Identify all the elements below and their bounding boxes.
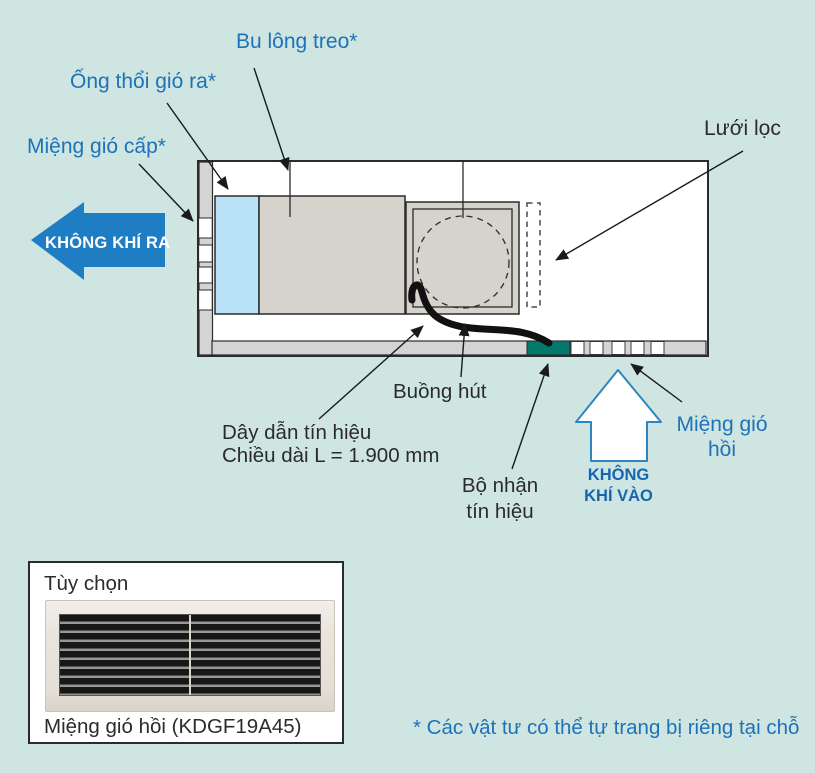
label-hanging-bolt: Bu lông treo* bbox=[236, 30, 358, 53]
label-air-in-line2: KHÍ VÀO bbox=[584, 487, 653, 505]
return-grille-slot bbox=[650, 341, 665, 355]
label-supply-grille: Miệng gió cấp* bbox=[27, 135, 166, 158]
return-grille-photo bbox=[45, 600, 335, 712]
label-receiver-line2: tín hiệu bbox=[466, 500, 534, 523]
unit-body bbox=[258, 195, 406, 315]
signal-wire bbox=[408, 281, 553, 347]
label-outlet-duct: Ống thổi gió ra* bbox=[70, 70, 216, 93]
supply-grille-slot bbox=[198, 289, 213, 311]
label-receiver: Bộ nhận tín hiệu bbox=[458, 473, 542, 525]
label-air-in: KHÔNG KHÍ VÀO bbox=[571, 465, 666, 507]
option-box-caption: Miệng gió hồi (KDGF19A45) bbox=[44, 715, 302, 738]
label-return-grille-line1: Miệng gió bbox=[676, 413, 768, 436]
label-filter: Lưới lọc bbox=[704, 117, 781, 140]
return-grille-slot bbox=[630, 341, 645, 355]
pointer-filter bbox=[555, 150, 744, 261]
pointer-receiver bbox=[511, 363, 550, 470]
pointer-outlet-duct bbox=[166, 102, 229, 190]
pointer-hanging-bolt bbox=[253, 67, 290, 171]
supply-grille-slot bbox=[198, 266, 213, 284]
footnote: * Các vật tư có thể tự trang bị riêng tạ… bbox=[413, 716, 800, 739]
label-air-out: KHÔNG KHÍ RA bbox=[45, 234, 171, 252]
supply-grille-slot bbox=[198, 217, 213, 239]
return-grille-slot bbox=[611, 341, 626, 355]
pointer-return-grille bbox=[630, 363, 683, 403]
grille-center-divider bbox=[189, 615, 191, 695]
label-return-grille-line2: hồi bbox=[707, 438, 737, 461]
pointer-signal-wire bbox=[318, 325, 424, 420]
grille-slats bbox=[59, 614, 321, 696]
return-grille-slots bbox=[570, 341, 665, 355]
pointer-lines bbox=[138, 67, 744, 470]
return-grille-slot bbox=[570, 341, 585, 355]
supply-grille-slots bbox=[198, 217, 213, 311]
label-signal-wire-line2: Chiều dài L = 1.900 mm bbox=[222, 444, 440, 467]
option-box-title: Tùy chọn bbox=[44, 572, 129, 595]
return-grille-slot bbox=[589, 341, 604, 355]
label-signal-wire: Dây dẫn tín hiệu Chiều dài L = 1.900 mm bbox=[222, 421, 439, 467]
filter-dashed-rect bbox=[526, 202, 541, 308]
pointer-supply-grille bbox=[138, 163, 194, 222]
label-signal-wire-line1: Dây dẫn tín hiệu bbox=[222, 421, 372, 444]
pointer-suction-chamber bbox=[458, 323, 470, 378]
air-in-arrow bbox=[575, 369, 662, 462]
label-suction-chamber: Buồng hút bbox=[393, 380, 487, 403]
option-box: Tùy chọn Miệng gió hồi (KDGF19A45) bbox=[28, 561, 344, 744]
outlet-duct bbox=[214, 195, 260, 315]
label-air-in-line1: KHÔNG bbox=[587, 466, 650, 484]
label-return-grille: Miệng gió hồi bbox=[671, 412, 773, 462]
supply-grille-slot bbox=[198, 244, 213, 263]
fan-dashed-circle bbox=[416, 215, 510, 309]
air-out-arrow bbox=[31, 202, 165, 280]
label-receiver-line1: Bộ nhận bbox=[461, 474, 539, 497]
